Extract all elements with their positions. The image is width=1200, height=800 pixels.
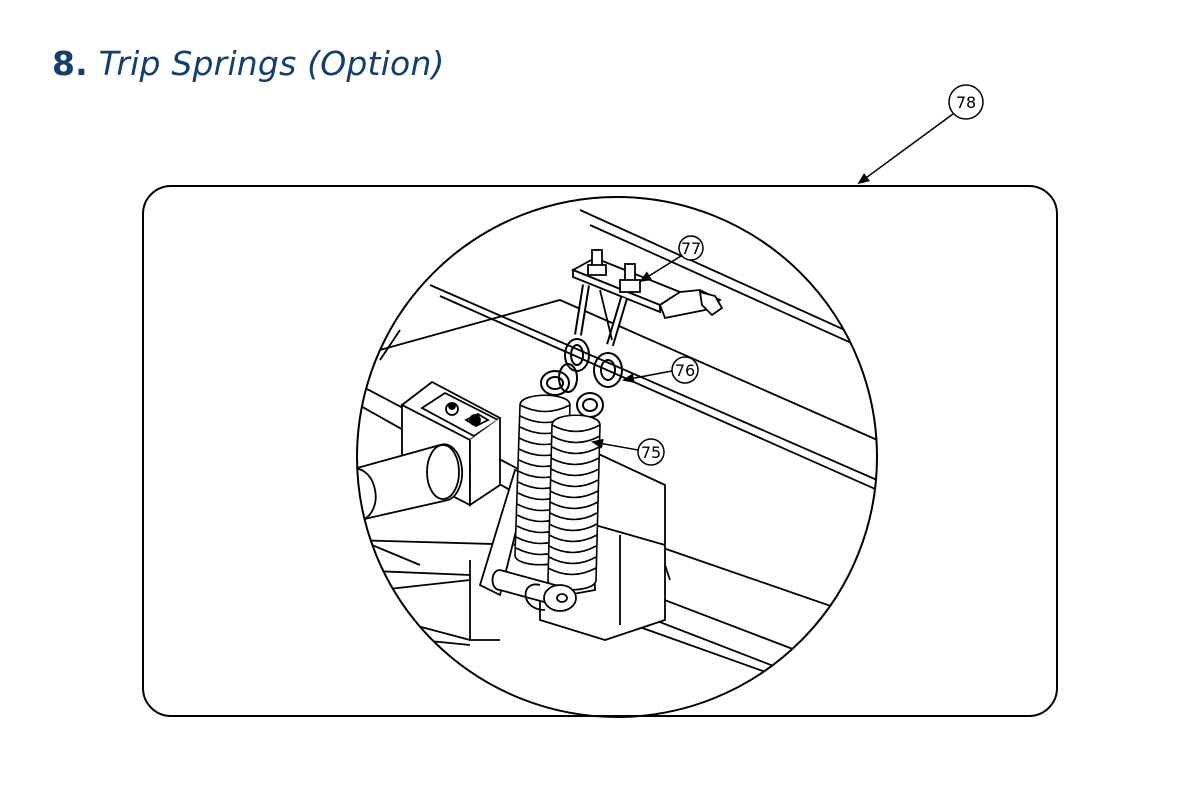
section-title: Trip Springs (Option) [98,44,445,83]
callout-75-label: 75 [641,443,661,462]
callout-78-label: 78 [956,93,976,112]
chain-links [540,338,623,418]
round-shaft [357,443,464,522]
section-heading: 8. Trip Springs (Option) [52,44,445,83]
callout-76: 76 [622,356,699,384]
detail-circle [356,196,878,718]
clamp-block [400,380,502,507]
callout-76-label: 76 [675,361,695,380]
callout-77: 77 [639,235,704,283]
detail-view [357,197,877,717]
callout-78: 78 [857,84,984,185]
callout-75: 75 [591,438,665,466]
section-number: 8. [52,44,88,83]
callout-77-label: 77 [681,239,701,258]
top-plate [570,249,724,347]
bottom-pin [491,569,577,612]
spring-right [547,414,601,591]
